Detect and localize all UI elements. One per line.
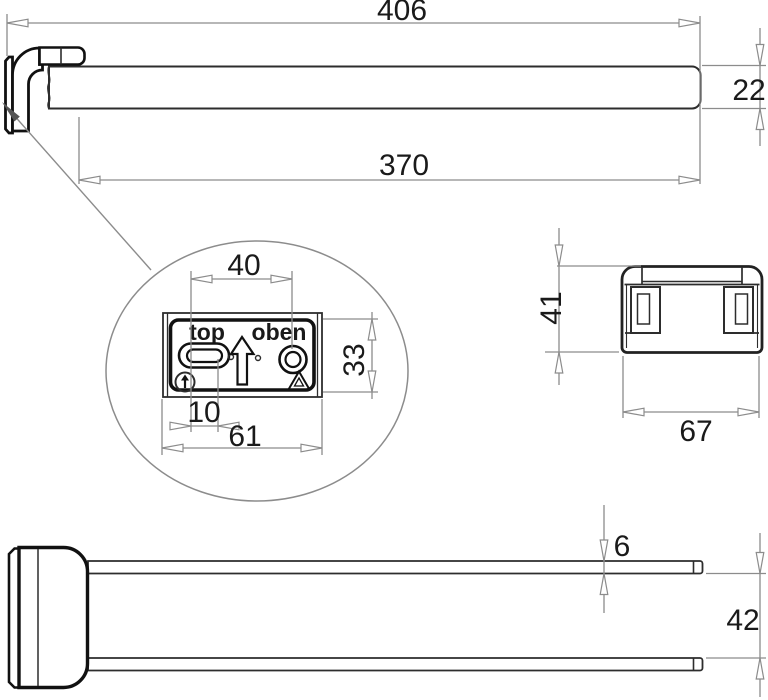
- plate-label-top: top: [189, 319, 225, 345]
- dim-label-406: 406: [377, 0, 427, 27]
- plan-bracket-body: [17, 545, 90, 690]
- detail-circle: [105, 240, 409, 502]
- bracket-cap: [38, 46, 86, 66]
- dim-label-40: 40: [227, 249, 260, 282]
- screw-hole-inner: [284, 350, 302, 369]
- plan-top-bar: [87, 560, 704, 575]
- keyhole-slot-inner: [185, 348, 224, 364]
- dim-bracket-width: 67: [622, 356, 760, 448]
- dim-label-67: 67: [679, 415, 712, 448]
- mounting-plate-outer: [162, 312, 323, 398]
- dim-overall-length: 406: [6, 0, 701, 184]
- dim-label-370: 370: [379, 149, 429, 182]
- plan-view: 6 42: [7, 505, 766, 697]
- dim-label-41: 41: [535, 291, 568, 324]
- dim-bar-length: 370: [78, 117, 701, 185]
- dim-bracket-height: 41: [535, 228, 641, 385]
- dim-label-10: 10: [187, 396, 220, 429]
- plate-label-oben: oben: [252, 319, 307, 345]
- recycling-icon: [286, 369, 312, 391]
- detail-view: top oben 40: [105, 240, 409, 502]
- front-view: 41 67: [535, 228, 764, 448]
- detail-leader: [2, 102, 152, 271]
- pin-dot-right: [254, 354, 262, 362]
- orientation-icon: [174, 371, 196, 393]
- up-arrow-icon: [228, 335, 256, 386]
- dim-label-42: 42: [726, 604, 759, 637]
- dim-plate-height: 33: [323, 312, 378, 399]
- dim-slot-length: 10: [169, 359, 240, 432]
- dim-label-33: 33: [338, 343, 371, 376]
- dim-label-6: 6: [614, 530, 631, 563]
- dim-bar-height: 22: [702, 28, 766, 146]
- bar-break-line: [47, 66, 51, 109]
- leader-arrowhead: [2, 102, 20, 122]
- dim-plate-width: 61: [161, 399, 323, 455]
- plan-bottom-bar: [87, 657, 704, 672]
- dim-bar-gap: 42: [706, 533, 766, 697]
- dim-hole-spacing: 40: [190, 249, 293, 432]
- dim-label-22: 22: [732, 74, 765, 107]
- towel-bar-profile: [48, 65, 702, 110]
- dim-bar-thickness: 6: [599, 505, 631, 613]
- side-view: 406 370 22: [2, 0, 766, 271]
- dim-label-61: 61: [228, 420, 261, 453]
